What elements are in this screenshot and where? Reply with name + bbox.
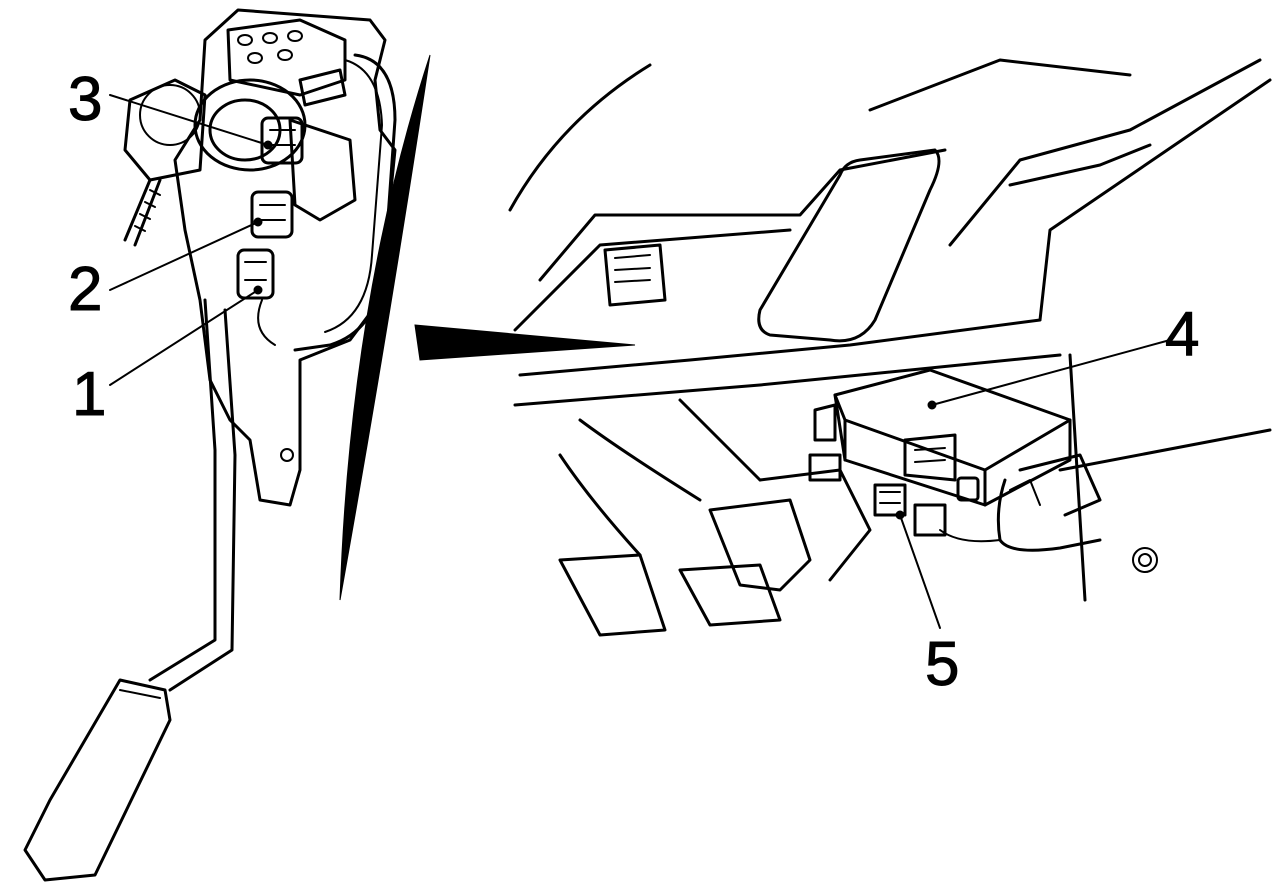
callout-2: 2 xyxy=(68,255,102,324)
accelerator-pedal-assembly xyxy=(23,8,397,882)
callout-leaders-left xyxy=(109,94,273,386)
callout-leaders-right xyxy=(895,339,1171,629)
detail-pointer-arrow xyxy=(414,324,636,361)
detail-divider-crescent xyxy=(339,54,431,601)
callout-3: 3 xyxy=(68,65,102,134)
footwell-view xyxy=(508,58,1272,637)
callout-4: 4 xyxy=(1165,300,1199,369)
callout-5: 5 xyxy=(925,630,959,699)
callout-1: 1 xyxy=(72,360,106,429)
